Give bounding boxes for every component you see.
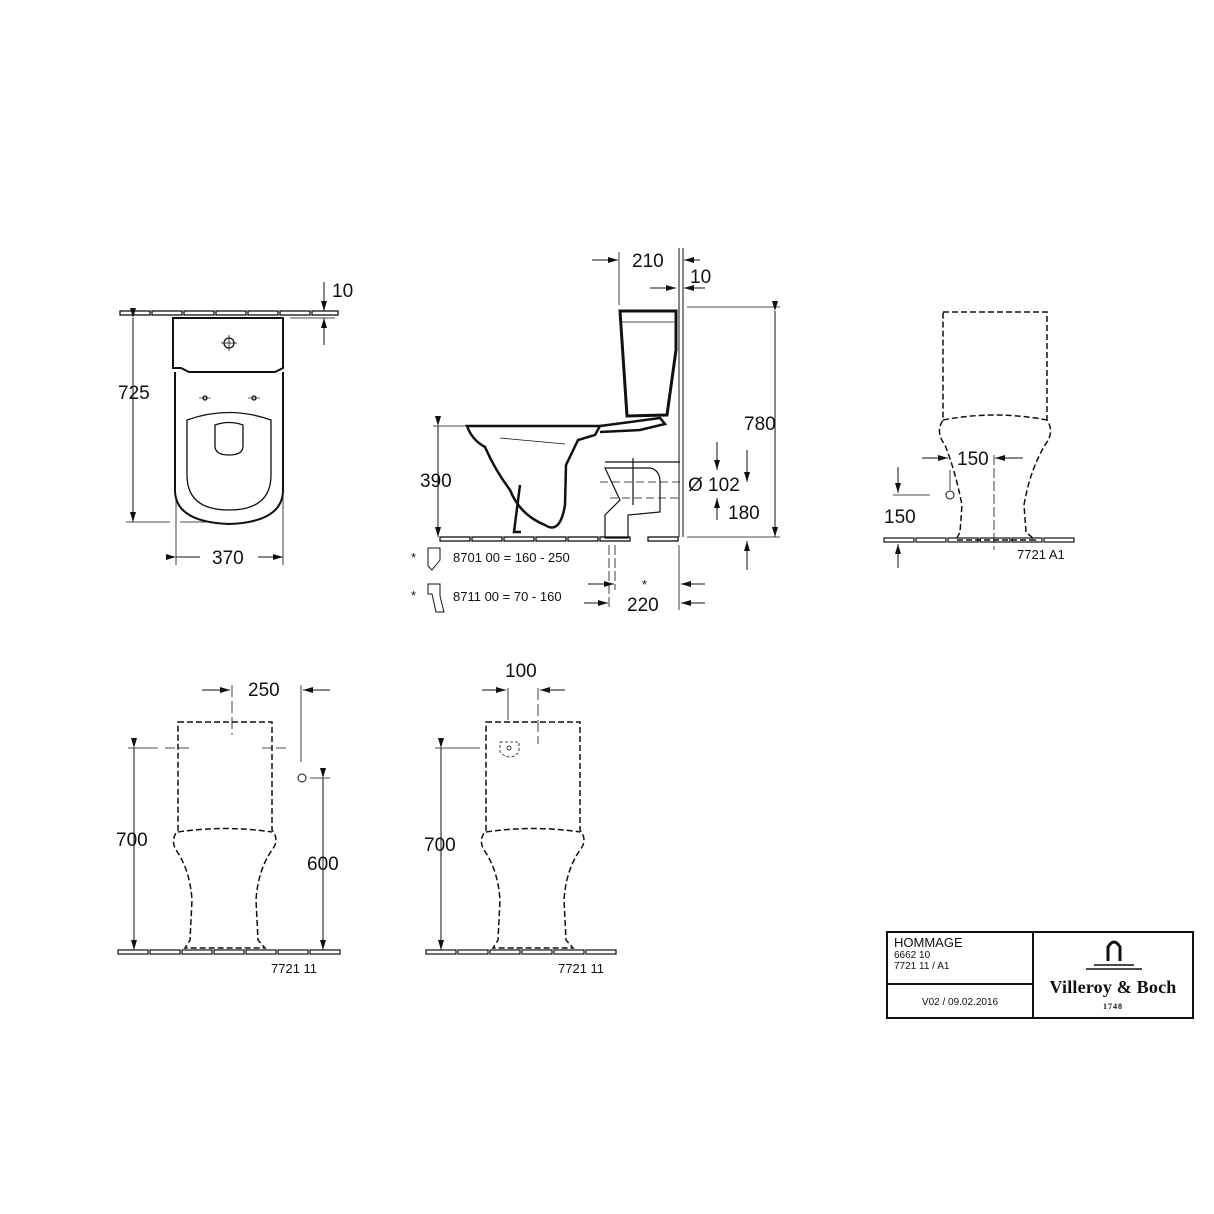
cistern-depth-dimension: 210: [632, 251, 664, 272]
right-model-code: 7721 11: [558, 961, 605, 976]
floor-line: [425, 949, 617, 955]
brand-name: Villeroy & Boch: [1049, 977, 1177, 997]
tap-logo-icon: [1086, 940, 1142, 970]
left-model-code: 7721 11: [271, 961, 318, 976]
side-wall-gap-dimension: 10: [690, 267, 712, 288]
top-view: [119, 282, 339, 565]
top-view-wall-gap-dimension: 10: [332, 281, 354, 302]
top-view-depth-dimension: 725: [118, 383, 150, 404]
side-view: [427, 248, 780, 613]
brand-logo: Villeroy & Boch 1748: [1034, 933, 1192, 1017]
front-view-right: [425, 687, 617, 955]
outlet-distance-dimension: 220: [627, 595, 659, 616]
front-view-left: [117, 685, 341, 955]
floor-line: [117, 949, 341, 955]
seat-height-dimension: 390: [420, 471, 452, 492]
left-height-dimension: 700: [116, 830, 148, 851]
product-name: HOMMAGE: [894, 935, 963, 950]
left-offset-dimension: 250: [248, 680, 280, 701]
version-date: V02 / 09.02.2016: [921, 996, 999, 1008]
outlet-height-dimension: 180: [728, 503, 760, 524]
asterisk-note: *: [642, 577, 648, 592]
title-block: HOMMAGE 6662 10 7721 11 / A1 V02 / 09.02…: [886, 931, 1194, 1019]
a1-inlet-height-dimension: 150: [884, 507, 916, 528]
option-marker: *: [411, 588, 417, 603]
a1-model-code: 7721 A1: [1017, 547, 1065, 562]
right-height-dimension: 700: [424, 835, 456, 856]
option-marker: *: [411, 550, 417, 565]
left-inlet-height-dimension: 600: [307, 854, 339, 875]
wall-line: [119, 310, 339, 316]
floor-line: [883, 537, 1075, 543]
top-view-width-dimension: 370: [212, 548, 244, 569]
a1-offset-dimension: 150: [957, 449, 989, 470]
article-number: 6662 10: [894, 950, 931, 961]
front-view-a1: [883, 311, 1075, 568]
article-number: 7721 11 / A1: [894, 961, 950, 972]
total-height-dimension: 780: [744, 414, 776, 435]
floor-line: [439, 536, 679, 542]
option-label: 8701 00 = 160 - 250: [453, 550, 570, 565]
title-block-product: HOMMAGE 6662 10 7721 11 / A1: [888, 933, 1032, 985]
title-block-info: HOMMAGE 6662 10 7721 11 / A1 V02 / 09.02…: [888, 933, 1034, 1017]
right-offset-dimension: 100: [505, 661, 537, 682]
brand-year: 1748: [1103, 1002, 1123, 1011]
option-label: 8711 00 = 70 - 160: [453, 589, 562, 604]
outlet-diameter-dimension: Ø 102: [688, 475, 740, 496]
